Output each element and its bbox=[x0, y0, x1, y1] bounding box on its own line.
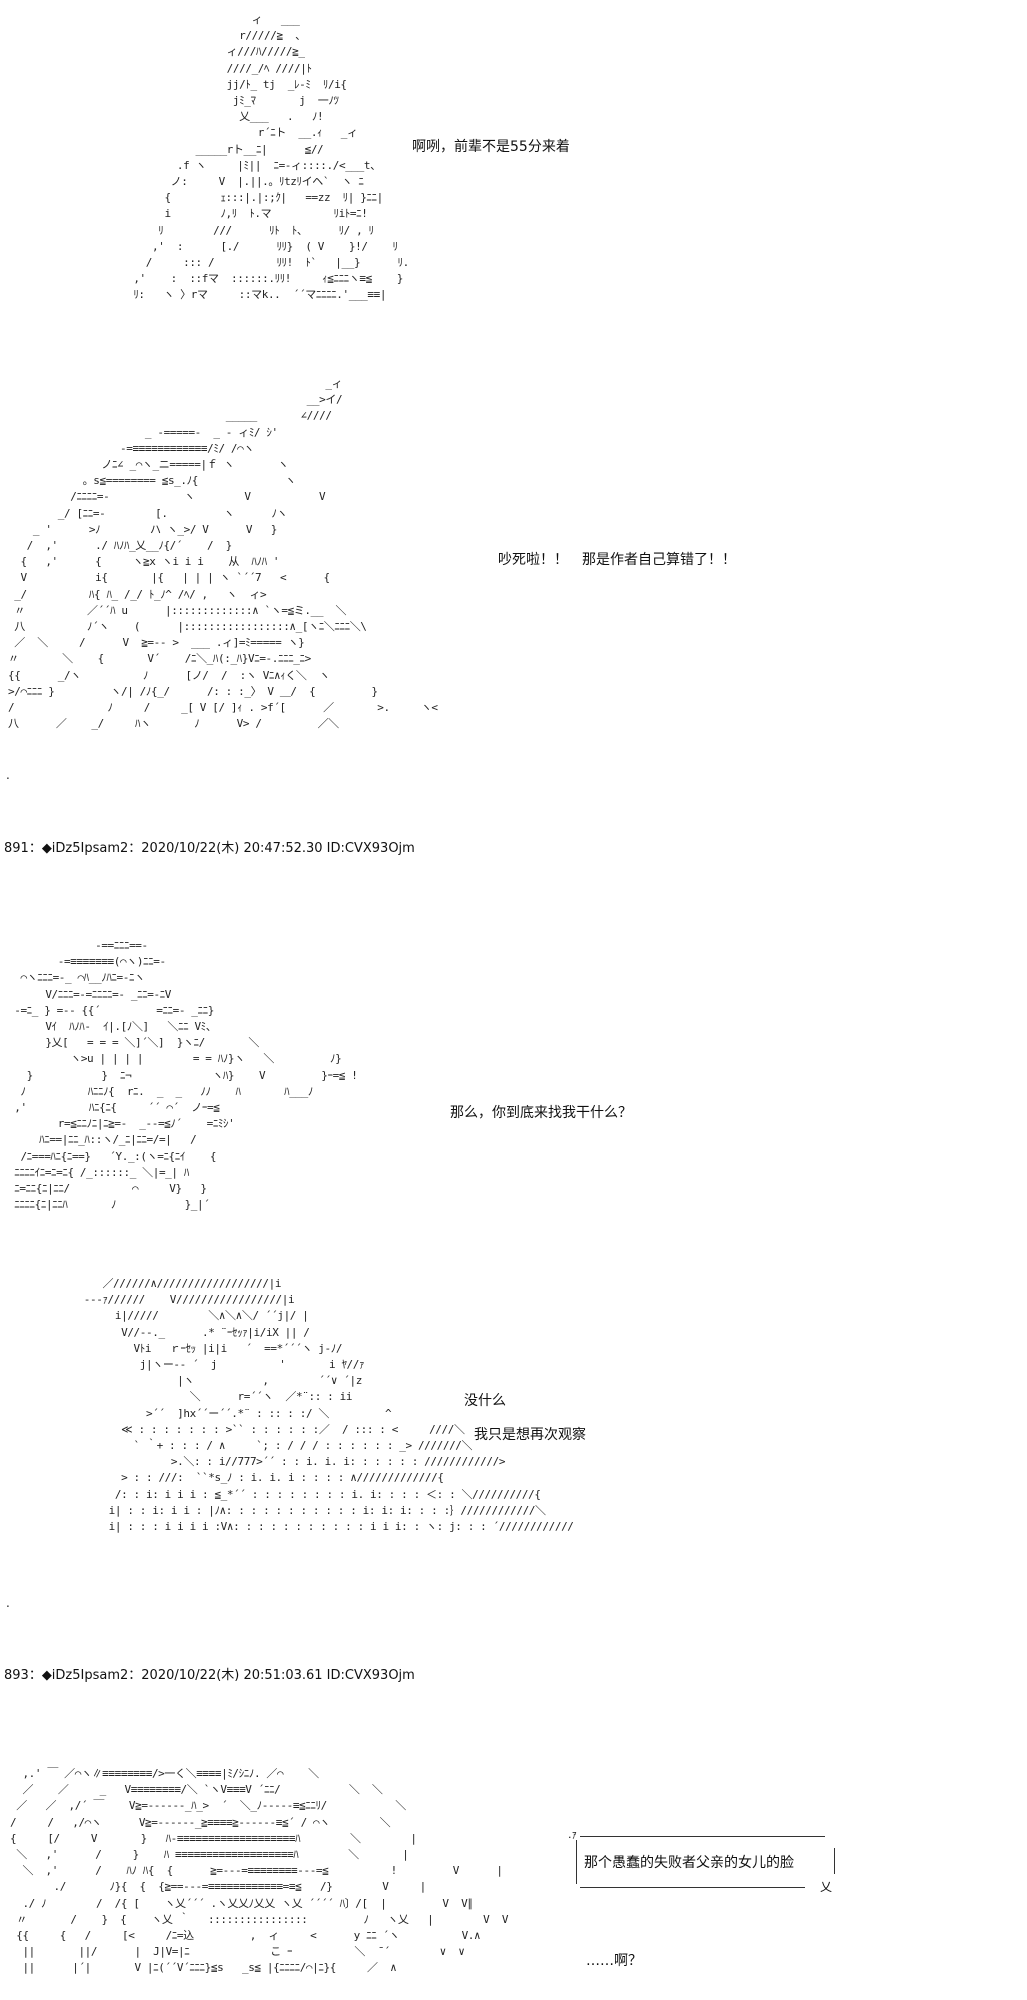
dialog-line: 那么，你到底来找我干什么？ bbox=[450, 1105, 632, 1121]
dialog-line: 那个愚蠢的失败者父亲的女儿的脸 bbox=[584, 1855, 794, 1871]
speech-frame: .ｧ 那个愚蠢的失败者父亲的女儿的脸 乂 bbox=[568, 1828, 838, 1900]
ascii-art-girl-3: -==ﾆﾆﾆ==- -=≡≡≡≡≡≡≡(⌒ヽ)ﾆﾆ=- ⌒ヽﾆﾆﾆ=-_ ⌒ﾊ_… bbox=[14, 939, 358, 1212]
frame-bottom-line bbox=[580, 1887, 805, 1888]
frame-corner: .ｧ bbox=[568, 1828, 577, 1841]
dialog-line: ……啊？ bbox=[586, 1953, 642, 1969]
dialog-line: 啊咧，前辈不是55分来着 bbox=[412, 139, 570, 155]
frame-top-line bbox=[580, 1836, 825, 1837]
dialog-line: 我只是想再次观察 bbox=[474, 1427, 586, 1443]
ascii-art-girl-5: ,.' ￣ ／⌒ヽ∥≡≡≡≡≡≡≡≡/>一く＼≡≡≡≡|ﾐ/ｼﾆﾉ. ／⌒ ＼ … bbox=[10, 1767, 509, 1975]
ascii-art-girl-1: ィ ___ r/////≧ 、 ィ///ﾊ/////≧_ ////_/ﾍ ///… bbox=[133, 13, 409, 302]
frame-corner: 乂 bbox=[820, 1880, 833, 1894]
frame-left-bar bbox=[576, 1840, 577, 1884]
separator-dot: . bbox=[6, 768, 10, 782]
post-header: 891：◆iDz5Ipsam2：2020/10/22(木) 20:47:52.3… bbox=[4, 841, 415, 856]
separator-dot: . bbox=[6, 1596, 10, 1610]
dialog-line: 吵死啦！！ 那是作者自己算错了！！ bbox=[498, 552, 736, 568]
frame-right-bar bbox=[834, 1848, 835, 1874]
dialog-line: 没什么 bbox=[464, 1393, 506, 1409]
ascii-art-girl-4: ／//////∧//////////////////|i ---ｧ////// … bbox=[83, 1277, 574, 1534]
ascii-art-girl-2: _ィ __>イ/ _____ ∠//// _ -=====- _ - ィﾐ/ ｼ… bbox=[8, 377, 438, 731]
post-header: 893：◆iDz5Ipsam2：2020/10/22(木) 20:51:03.6… bbox=[4, 1668, 415, 1683]
